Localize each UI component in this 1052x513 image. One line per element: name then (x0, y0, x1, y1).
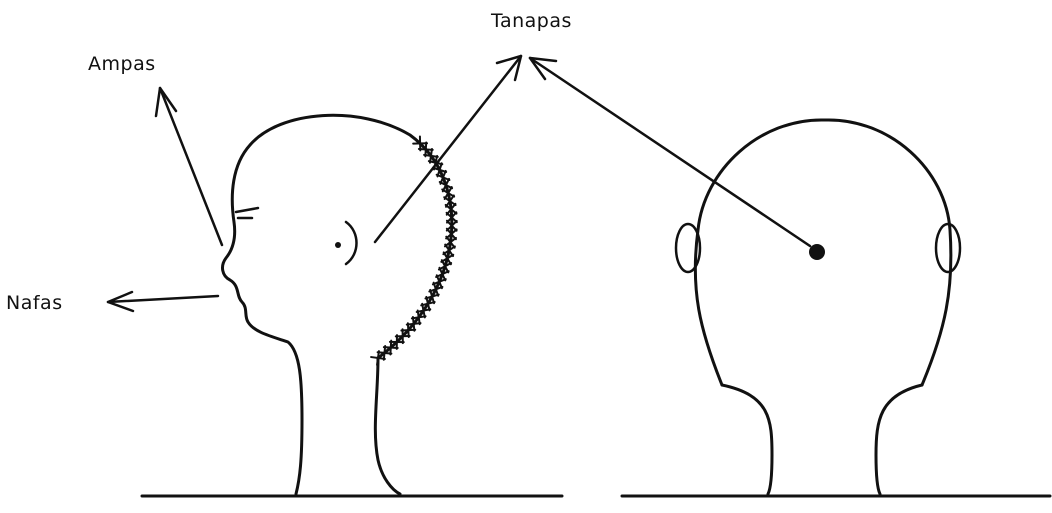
side-head-outline (223, 115, 452, 494)
rear-neck-right (876, 385, 922, 494)
label-nafas: Nafas (6, 292, 63, 314)
ampas-arrow-shaft (160, 88, 222, 245)
side-ear-dot (335, 242, 341, 248)
side-ear (346, 222, 357, 264)
back-of-head-hatching (371, 137, 457, 365)
side-neck-back (375, 358, 400, 494)
tanapas-arrow-right-shaft (530, 58, 810, 246)
rear-head-dot (809, 244, 825, 260)
nafas-arrow-shaft (108, 296, 218, 302)
label-tanapas: Tanapas (491, 10, 572, 32)
rear-neck-left (722, 385, 772, 494)
side-profile-head (142, 115, 562, 496)
arrows (108, 56, 810, 311)
label-ampas: Ampas (88, 53, 156, 75)
rear-view-head (622, 120, 1050, 496)
side-eye (236, 208, 258, 218)
rear-right-ear (936, 224, 960, 272)
